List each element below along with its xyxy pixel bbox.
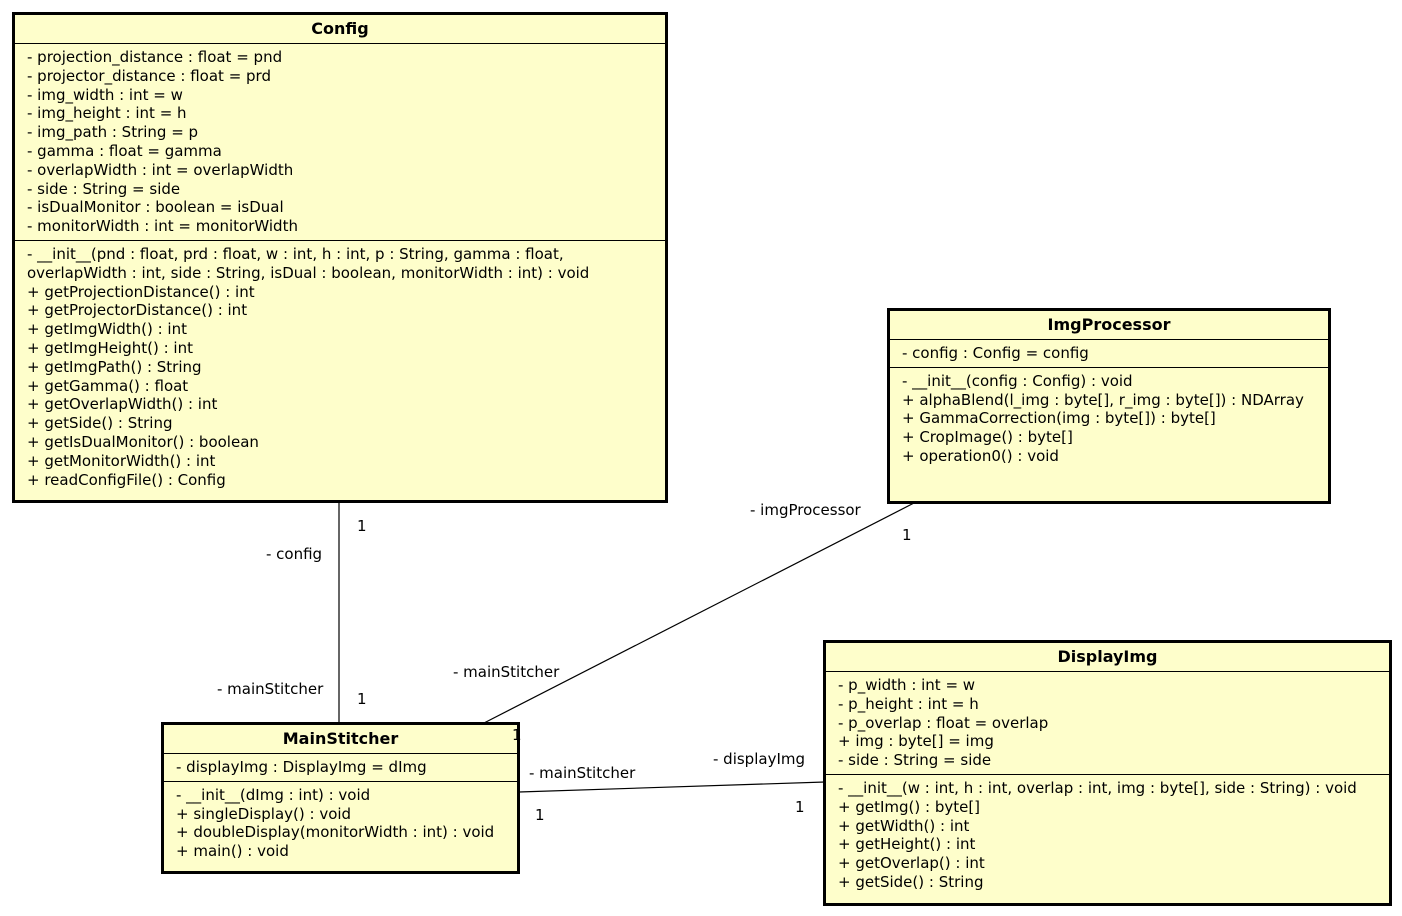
operation-item: + readConfigFile() : Config <box>27 470 226 489</box>
operations-compartment: - __init__(w : int, h : int, overlap : i… <box>826 775 1389 896</box>
operation-item: - __init__(pnd : float, prd : float, w :… <box>27 244 564 263</box>
class-displayimg[interactable]: DisplayImg - p_width : int = w- p_height… <box>823 640 1392 906</box>
attributes-compartment: - projection_distance : float = pnd- pro… <box>15 44 665 241</box>
attributes-compartment: - p_width : int = w- p_height : int = h-… <box>826 672 1389 775</box>
multiplicity-imgprocessor-end: 1 <box>902 526 912 544</box>
class-imgprocessor[interactable]: ImgProcessor - config : Config = config … <box>887 308 1331 504</box>
operation-item: + operation0() : void <box>902 446 1059 465</box>
operations-compartment: - __init__(dImg : int) : void+ singleDis… <box>164 782 517 865</box>
operation-item: + getWidth() : int <box>838 816 970 835</box>
role-mainstitcher-from-config: - mainStitcher <box>217 680 324 698</box>
role-imgprocessor: - imgProcessor <box>750 501 861 519</box>
operation-item: + getImgWidth() : int <box>27 320 187 339</box>
attribute-item: - monitorWidth : int = monitorWidth <box>27 217 298 236</box>
operation-item: + getMonitorWidth() : int <box>27 451 216 470</box>
attribute-item: - p_width : int = w <box>838 676 976 694</box>
operation-item: + GammaCorrection(img : byte[]) : byte[] <box>902 409 1216 428</box>
attribute-item: - displayImg : DisplayImg = dImg <box>176 758 427 776</box>
attribute-item: - gamma : float = gamma <box>27 141 222 160</box>
attributes-compartment: - config : Config = config <box>890 340 1328 368</box>
association-line-mainstitcher-displayimg <box>518 781 826 793</box>
role-mainstitcher-from-displayimg: - mainStitcher <box>529 764 636 782</box>
attribute-item: - side : String = side <box>27 179 181 198</box>
class-name: ImgProcessor <box>890 311 1328 340</box>
class-mainstitcher[interactable]: MainStitcher - displayImg : DisplayImg =… <box>161 722 520 874</box>
operation-item: + getSide() : String <box>27 414 173 433</box>
attribute-item: - img_height : int = h <box>27 104 187 123</box>
association-line-imgprocessor-mainstitcher <box>483 502 915 724</box>
attribute-item: - projector_distance : float = prd <box>27 66 271 85</box>
operations-compartment: - __init__(config : Config) : void+ alph… <box>890 368 1328 470</box>
operation-item: + getHeight() : int <box>838 835 976 854</box>
attribute-item: - config : Config = config <box>902 344 1089 362</box>
attribute-item: - overlapWidth : int = overlapWidth <box>27 160 294 179</box>
attribute-item: - side : String = side <box>838 751 992 770</box>
role-displayimg: - displayImg <box>713 750 805 768</box>
operations-compartment: - __init__(pnd : float, prd : float, w :… <box>15 241 665 493</box>
operation-item: + getOverlap() : int <box>838 854 985 873</box>
operation-item: + getImg() : byte[] <box>838 797 981 816</box>
operation-item: + alphaBlend(l_img : byte[], r_img : byt… <box>902 390 1304 409</box>
multiplicity-displayimg-end: 1 <box>795 798 805 816</box>
operation-item: + getImgPath() : String <box>27 357 202 376</box>
attribute-item: - projection_distance : float = pnd <box>27 48 283 66</box>
attribute-item: - p_height : int = h <box>838 694 979 713</box>
attribute-item: - isDualMonitor : boolean = isDual <box>27 198 284 217</box>
operation-item: - __init__(dImg : int) : void <box>176 785 371 804</box>
multiplicity-mainstitcher-end-config: 1 <box>357 690 367 708</box>
operation-item: + getImgHeight() : int <box>27 338 193 357</box>
operation-item: + getIsDualMonitor() : boolean <box>27 432 259 451</box>
attributes-compartment: - displayImg : DisplayImg = dImg <box>164 754 517 782</box>
multiplicity-mainstitcher-end-imgprocessor: 1 <box>512 726 522 744</box>
attribute-item: - img_width : int = w <box>27 85 183 104</box>
operation-item: + getSide() : String <box>838 872 984 891</box>
operation-item: + doubleDisplay(monitorWidth : int) : vo… <box>176 823 495 842</box>
class-name: Config <box>15 15 665 44</box>
multiplicity-config-end: 1 <box>357 517 367 535</box>
operation-item: + CropImage() : byte[] <box>902 428 1073 447</box>
role-config: - config <box>266 545 323 563</box>
operation-item: + getProjectionDistance() : int <box>27 282 255 301</box>
role-mainstitcher-from-imgprocessor: - mainStitcher <box>453 663 560 681</box>
operation-item: overlapWidth : int, side : String, isDua… <box>27 263 590 282</box>
multiplicity-mainstitcher-end-displayimg: 1 <box>535 806 545 824</box>
operation-item: + singleDisplay() : void <box>176 804 352 823</box>
operation-item: - __init__(config : Config) : void <box>902 371 1133 390</box>
operation-item: + getGamma() : float <box>27 376 189 395</box>
operation-item: + main() : void <box>176 842 289 861</box>
operation-item: + getProjectorDistance() : int <box>27 301 248 320</box>
operation-item: + getOverlapWidth() : int <box>27 395 218 414</box>
attribute-item: + img : byte[] = img <box>838 732 994 751</box>
attribute-item: - p_overlap : float = overlap <box>838 713 1049 732</box>
class-config[interactable]: Config - projection_distance : float = p… <box>12 12 668 503</box>
class-name: DisplayImg <box>826 643 1389 672</box>
attribute-item: - img_path : String = p <box>27 123 199 142</box>
operation-item: - __init__(w : int, h : int, overlap : i… <box>838 778 1357 797</box>
class-name: MainStitcher <box>164 725 517 754</box>
